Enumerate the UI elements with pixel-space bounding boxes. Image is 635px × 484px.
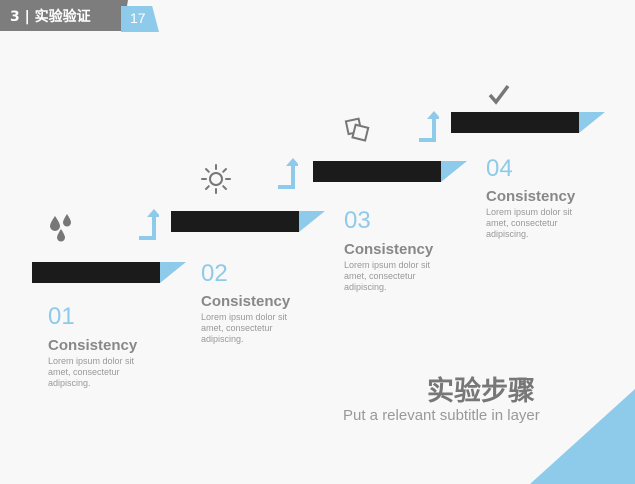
step-2-title: Consistency [201,293,291,310]
step-3-title: Consistency [344,241,434,258]
corner-triangle [530,389,635,484]
step-2-bar [171,211,299,232]
step-4-title: Consistency [486,188,576,205]
checkmark-icon [488,84,510,105]
page-number: 17 [130,10,146,26]
step-4-text: Lorem ipsum dolor sit amet, consectetur … [486,207,573,239]
section-title: 3 | 实验验证 [10,9,91,25]
step-2-text: Lorem ipsum dolor sit amet, consectetur … [201,312,288,344]
step-1-triangle [160,262,186,283]
main-subtitle: Put a relevant subtitle in layer [343,407,540,424]
step-1-number: 01 [48,303,75,330]
step-1-title: Consistency [48,337,138,354]
sun-icon [201,164,231,194]
step-2-number: 02 [201,260,228,287]
step-4-triangle [579,112,605,133]
header-bar [0,0,128,31]
step-1-text: Lorem ipsum dolor sit amet, consectetur … [48,356,135,388]
step-4-number: 04 [486,155,513,182]
page-number-tab [121,6,159,32]
step-up-arrow-1 [139,209,159,240]
step-up-arrow-2 [278,158,298,189]
step-4-bar [451,112,579,133]
step-3-text: Lorem ipsum dolor sit amet, consectetur … [344,260,431,292]
step-3-triangle [441,161,467,182]
water-drops-icon [50,214,71,242]
main-title: 实验步骤 [427,376,535,407]
step-up-arrow-3 [419,111,439,142]
step-1-bar [32,262,160,283]
step-2-triangle [299,211,325,232]
step-3-number: 03 [344,207,371,234]
squares-icon [344,117,370,142]
step-3-bar [313,161,441,182]
